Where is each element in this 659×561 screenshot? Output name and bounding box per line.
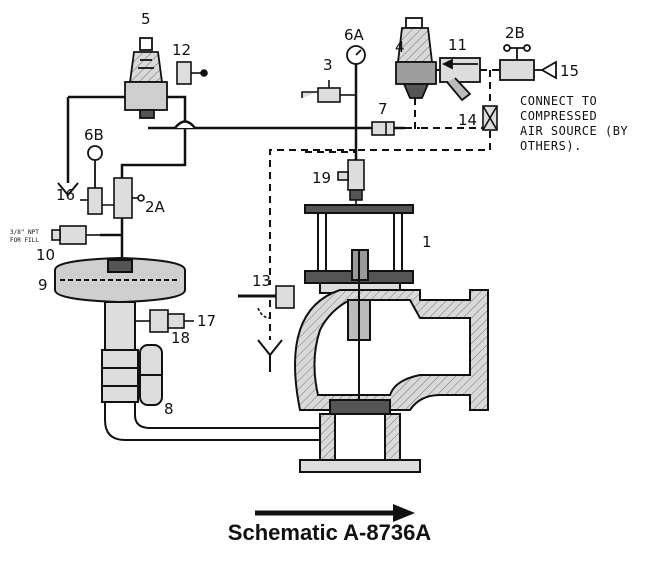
label-4: 4 bbox=[395, 38, 405, 56]
label-15: 15 bbox=[560, 62, 579, 80]
linkage-pipe bbox=[104, 402, 325, 441]
gauge-6b bbox=[87, 145, 103, 188]
strainer-11 bbox=[439, 57, 481, 102]
label-16: 16 bbox=[56, 186, 75, 204]
filter-14 bbox=[482, 105, 498, 131]
valve-16 bbox=[80, 187, 122, 215]
fill-port-line-1: 3/8" NPT bbox=[10, 229, 39, 236]
gauge-6a bbox=[346, 45, 366, 65]
note-line-3: AIR SOURCE (BY bbox=[520, 124, 628, 138]
check-valve-7 bbox=[371, 121, 395, 136]
accessory-18 bbox=[135, 309, 194, 333]
fill-port-line-2: FOR FILL bbox=[10, 237, 39, 244]
label-19: 19 bbox=[312, 169, 331, 187]
label-9: 9 bbox=[38, 276, 48, 294]
note-line-2: COMPRESSED bbox=[520, 109, 597, 123]
fill-fitting-10 bbox=[51, 225, 100, 245]
pilot-valve-19 bbox=[337, 159, 365, 205]
actuator-body bbox=[101, 301, 139, 403]
inlet-connector-15 bbox=[540, 60, 557, 80]
fill-port-note: 3/8" NPT FOR FILL bbox=[10, 229, 39, 244]
label-12: 12 bbox=[172, 41, 191, 59]
label-6a: 6A bbox=[344, 26, 365, 44]
label-11: 11 bbox=[448, 36, 467, 54]
label-13: 13 bbox=[252, 272, 271, 290]
label-5: 5 bbox=[141, 10, 151, 28]
label-2a: 2A bbox=[145, 198, 166, 216]
filter-regulator-4 bbox=[395, 17, 437, 99]
label-6b: 6B bbox=[84, 126, 104, 144]
flow-direction-arrow bbox=[255, 504, 415, 522]
handwheel-8 bbox=[138, 344, 163, 406]
angle-valve-body bbox=[294, 250, 489, 473]
label-8: 8 bbox=[164, 400, 174, 418]
note-line-4: OTHERS). bbox=[520, 139, 582, 153]
valve-12 bbox=[176, 61, 208, 85]
label-2b: 2B bbox=[505, 24, 525, 42]
note-line-1: CONNECT TO bbox=[520, 94, 597, 108]
label-10: 10 bbox=[36, 246, 55, 264]
label-7: 7 bbox=[378, 100, 388, 118]
valve-13 bbox=[238, 285, 295, 319]
ball-valve-2a bbox=[113, 177, 145, 219]
label-3: 3 bbox=[323, 56, 333, 74]
actuator-9 bbox=[54, 256, 186, 304]
pipe-crossover bbox=[174, 120, 196, 129]
figure-caption: Schematic A-8736A bbox=[227, 520, 432, 545]
valve-3 bbox=[301, 80, 356, 103]
drain-symbol-left bbox=[57, 182, 79, 197]
label-17: 17 bbox=[197, 312, 216, 330]
compressed-air-note: CONNECT TO COMPRESSED AIR SOURCE (BY OTH… bbox=[520, 94, 628, 153]
label-18: 18 bbox=[171, 329, 190, 347]
ball-valve-2b bbox=[499, 44, 542, 81]
label-14: 14 bbox=[458, 111, 477, 129]
drain-symbol-right bbox=[257, 339, 283, 372]
label-1: 1 bbox=[422, 233, 432, 251]
regulator-5 bbox=[124, 37, 168, 119]
pilot-signal-lines bbox=[269, 69, 500, 340]
callout-labels: 5 12 3 6A 4 11 2B 15 7 14 6B 19 16 2A 10… bbox=[36, 10, 579, 418]
